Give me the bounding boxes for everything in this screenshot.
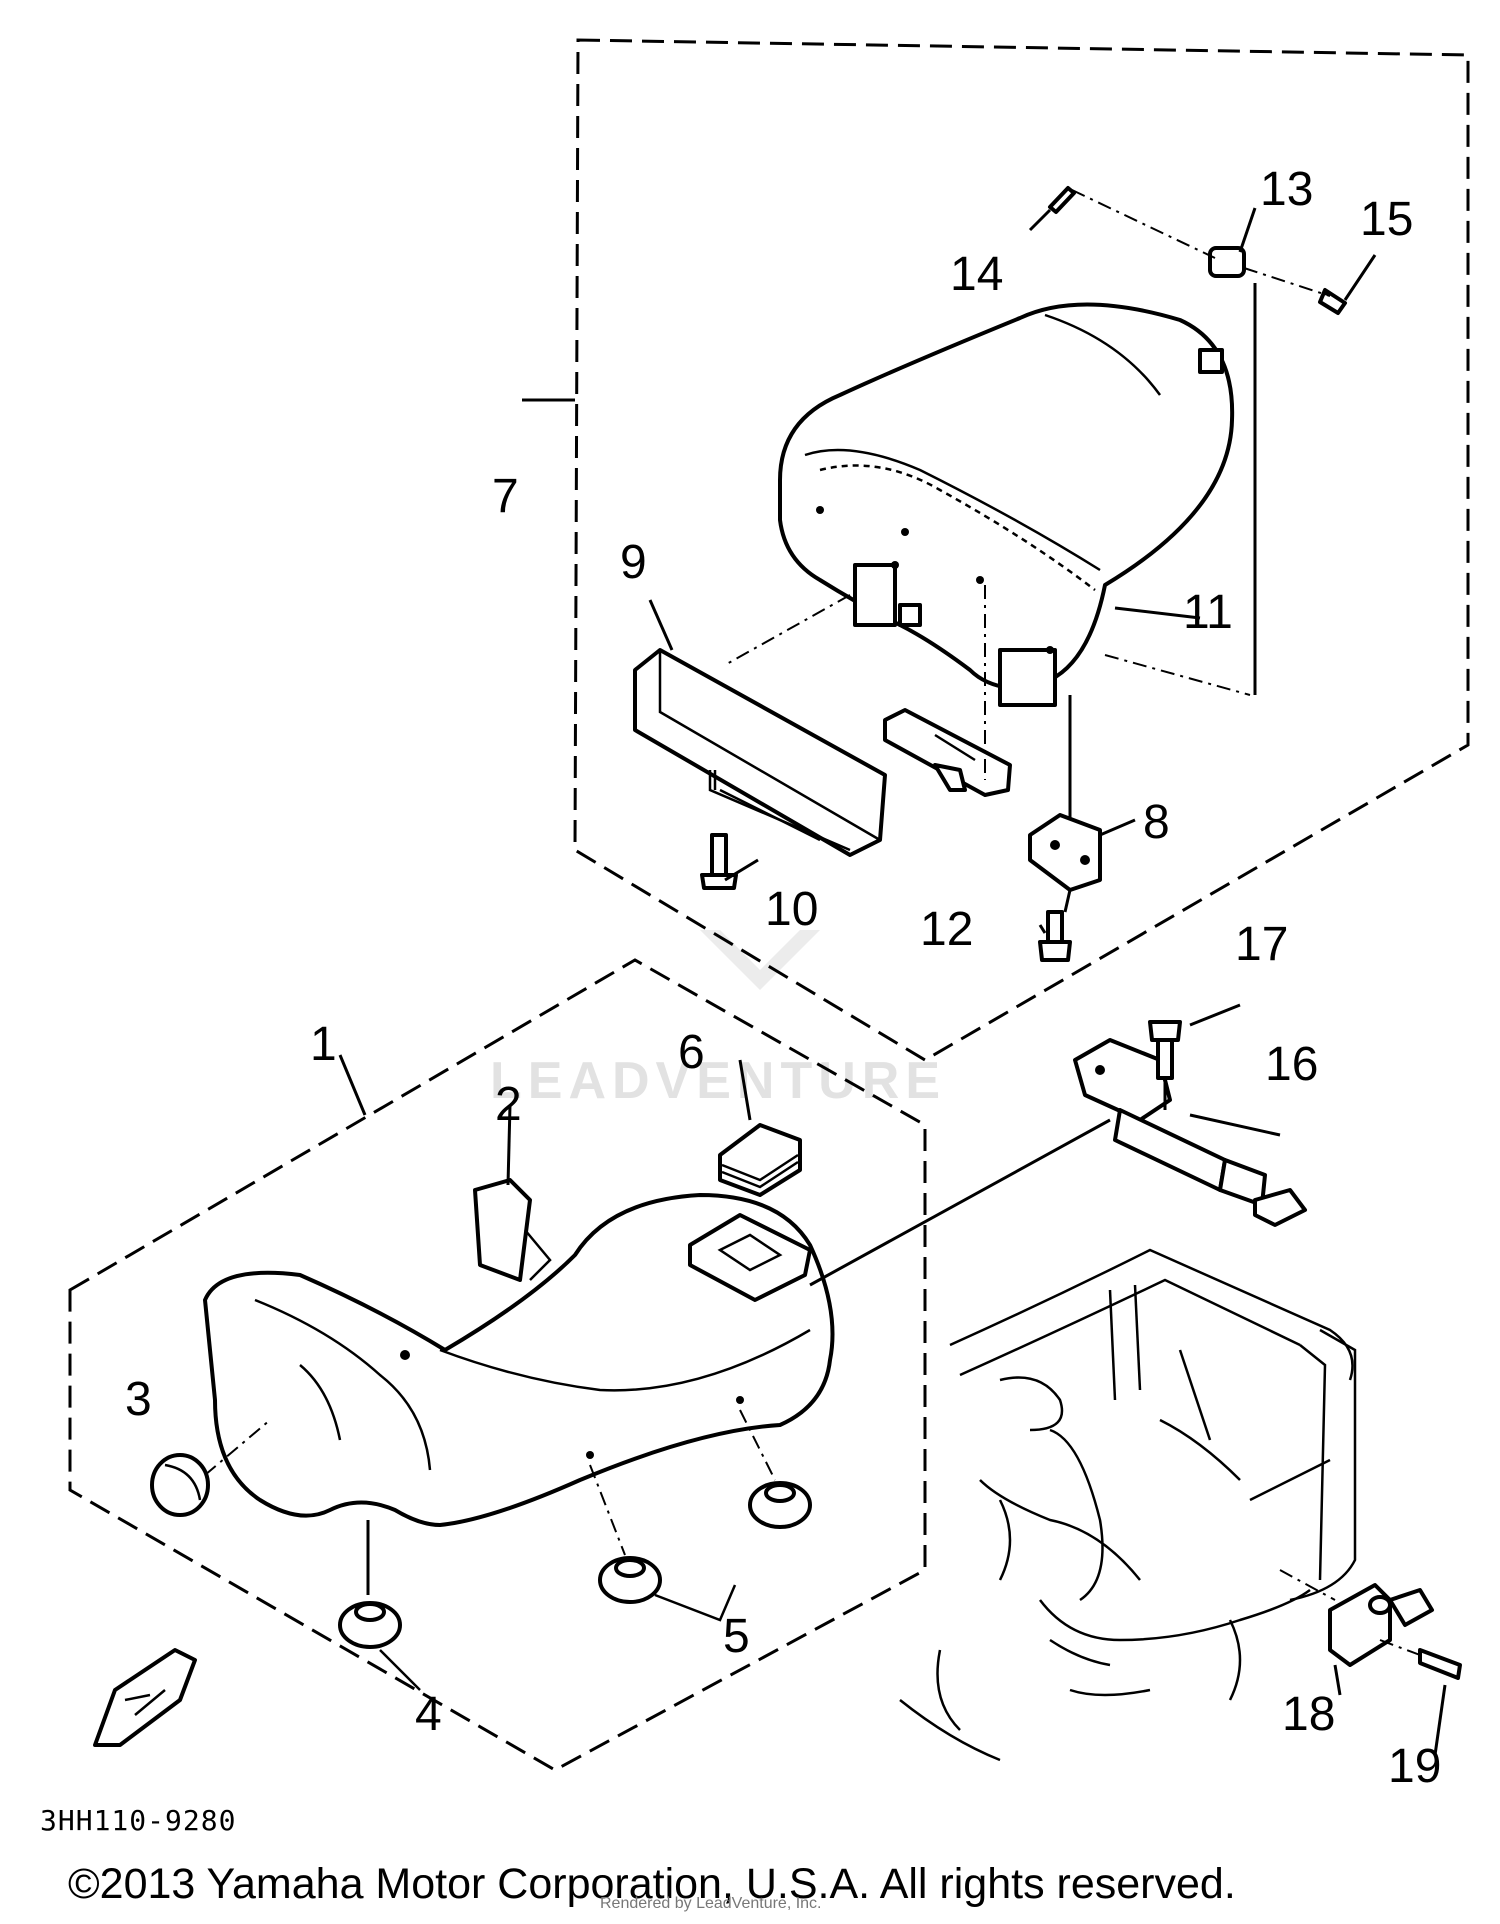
front-leader-lines (338, 1054, 1111, 1287)
label-6: 6 (678, 1026, 705, 1079)
label-13: 13 (1260, 163, 1313, 216)
rear-seat-drawing (778, 302, 1235, 707)
part-12-bolt (1038, 910, 1072, 962)
part-16-seat-lock-cable (1073, 1038, 1307, 1227)
watermark-small: Rendered by LeadVenture, Inc. (600, 1895, 822, 1912)
part-code: 3HH110-9280 (40, 1804, 236, 1837)
watermark: LEADVENTURE (490, 930, 946, 1110)
label-11: 11 (1183, 586, 1233, 639)
part-3-bumper (150, 1419, 271, 1517)
label-19: 19 (1388, 1740, 1441, 1793)
label-7: 7 (492, 470, 519, 523)
front-seat-drawing (203, 1193, 835, 1527)
label-9: 9 (620, 536, 647, 589)
copyright: ©2013 Yamaha Motor Corporation, U.S.A. A… (68, 1860, 1236, 1908)
seat-icon (93, 1648, 197, 1747)
label-4: 4 (415, 1688, 442, 1741)
rear-leader-lines (708, 189, 1331, 913)
watermark-text: LEADVENTURE (490, 1052, 946, 1110)
rear-seat-group-box (573, 38, 1470, 1062)
label-8: 8 (1143, 796, 1170, 849)
part-9-bracket (633, 648, 887, 857)
label-leaders (522, 207, 1377, 1696)
label-5: 5 (723, 1610, 750, 1663)
label-10: 10 (765, 883, 818, 936)
part-13-collar (1208, 246, 1246, 278)
label-2: 2 (495, 1078, 522, 1131)
part-2-strap (473, 1178, 552, 1282)
label-17: 17 (1235, 918, 1288, 971)
label-18: 18 (1282, 1688, 1335, 1741)
part-4-bumper (338, 1520, 421, 1691)
label-14: 14 (950, 248, 1003, 301)
label-16: 16 (1265, 1038, 1318, 1091)
part-8-bracket (1028, 813, 1102, 892)
part-6-damper (718, 1123, 802, 1197)
label-3: 3 (125, 1373, 152, 1426)
part-15-screw (1318, 288, 1347, 315)
part-5-bumpers (589, 1409, 812, 1622)
part-17-bolt (1148, 1003, 1241, 1110)
part-18-lock (1279, 1569, 1434, 1667)
part-19-screw (1379, 1639, 1462, 1756)
seat-lock-socket (688, 1213, 812, 1302)
label-1: 1 (310, 1018, 337, 1071)
front-seat-group-box (68, 958, 927, 1772)
under-seat-plate (883, 708, 1012, 797)
frame-drawing (899, 1248, 1357, 1762)
part-14-pin (1048, 186, 1076, 214)
label-15: 15 (1360, 193, 1413, 246)
part-10-bolt (700, 833, 738, 890)
label-12: 12 (920, 903, 973, 956)
